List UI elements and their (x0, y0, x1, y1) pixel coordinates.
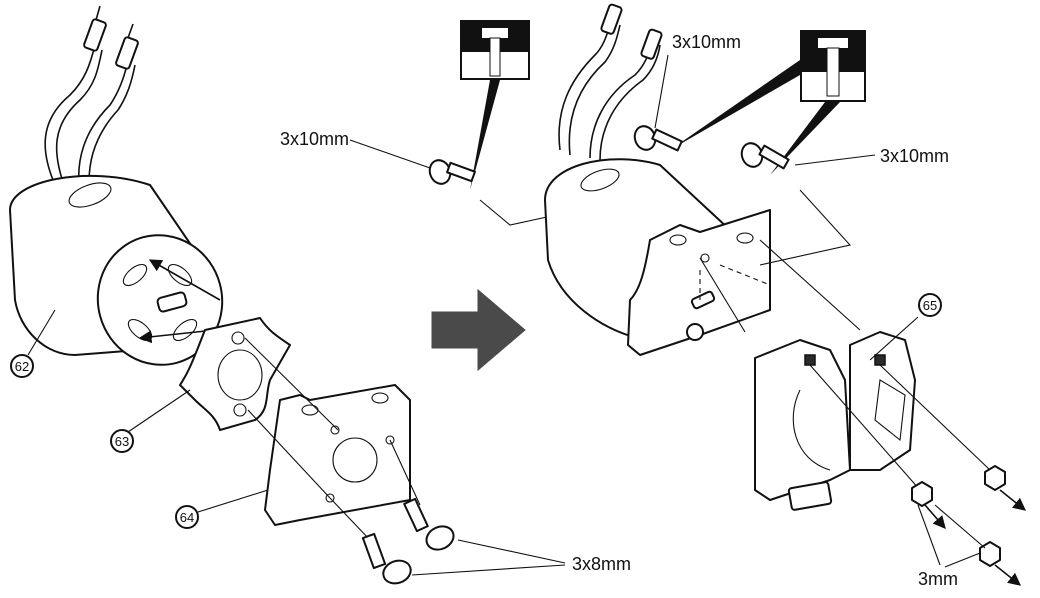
callout-circle-65 (918, 293, 942, 317)
nut-2 (984, 465, 1026, 511)
callout-circle-62 (10, 354, 34, 378)
screw-detail-center (670, 30, 866, 175)
nut-1 (911, 481, 946, 529)
screw-3x8-lower (329, 497, 412, 585)
label-screw-3x10-right: 3x10mm (880, 146, 949, 166)
callout-mount-plate: 64 (180, 510, 194, 525)
label-screw-3x10-center: 3x10mm (672, 32, 741, 52)
pinion-plate (179, 317, 291, 431)
callout-motor: 62 (15, 359, 29, 374)
callout-circle-64 (175, 505, 199, 529)
arrow-upper (148, 259, 221, 301)
callout-motor-holder: 65 (923, 298, 937, 313)
mount-plate-right (627, 209, 771, 356)
motor-left (9, 5, 224, 366)
arrow-lower (138, 329, 216, 344)
label-nut-3mm: 3mm (918, 569, 958, 589)
nut-3 (934, 504, 1021, 586)
label-screw-3x10-left: 3x10mm (280, 129, 349, 149)
screw-detail-left (460, 20, 530, 190)
callout-circle-63 (110, 429, 134, 453)
screw-3x10-right (740, 142, 790, 170)
screw-3x8-upper (389, 439, 455, 551)
callout-pinion-plate: 63 (115, 434, 129, 449)
mount-plate (264, 384, 411, 526)
screw-3x10-left (428, 159, 476, 185)
motor-holder (754, 331, 916, 511)
screw-3x10-center (633, 125, 683, 152)
label-screw-3x8: 3x8mm (572, 554, 631, 574)
right-arrow-icon (431, 288, 526, 372)
